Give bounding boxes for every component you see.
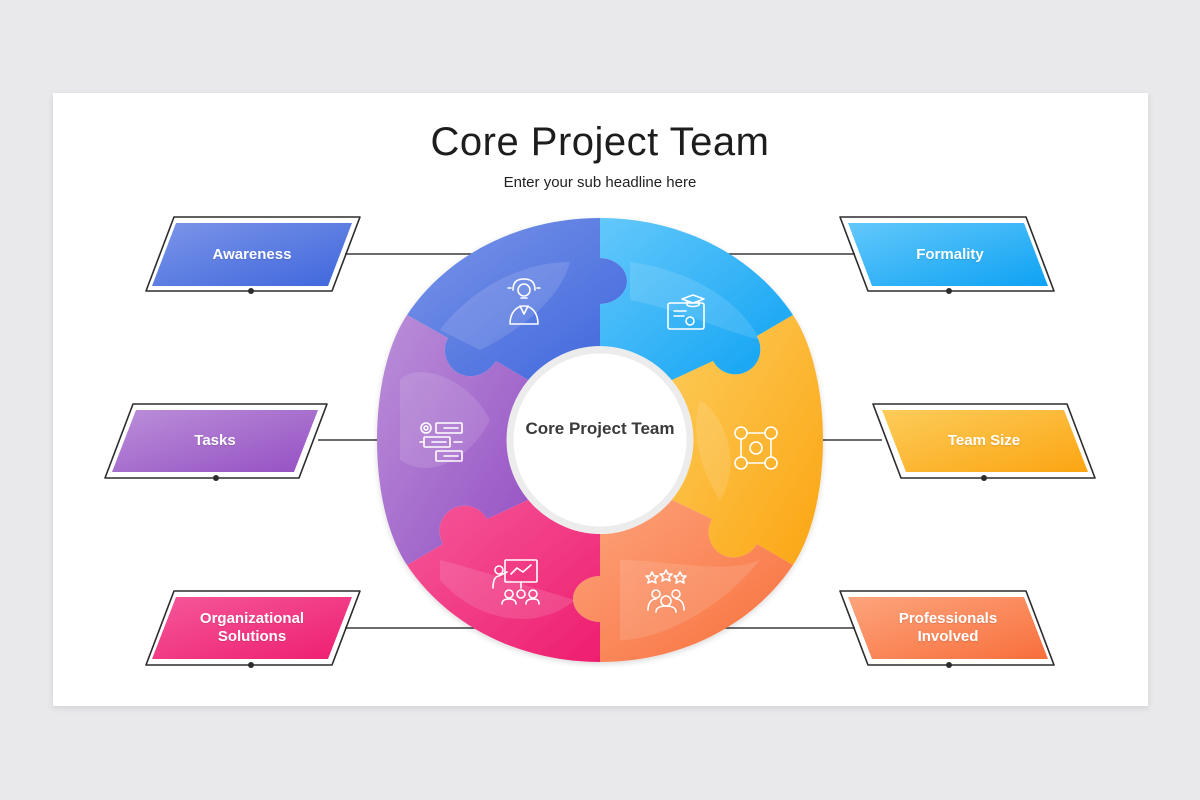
segment-formality	[600, 218, 793, 381]
label-box-professionals	[839, 590, 1055, 668]
label-tasks: Tasks	[194, 432, 236, 449]
label-professionals: Professionals Involved	[898, 610, 998, 645]
segment-organizational	[407, 499, 600, 662]
label-formality: Formality	[916, 245, 984, 263]
network-people-icon	[734, 426, 778, 470]
center-label: Core Project Team	[525, 419, 675, 438]
page-title: Core Project Team	[430, 120, 770, 164]
label-box-formality	[839, 216, 1055, 294]
label-box-tasks	[104, 403, 328, 481]
certificate-graduation-icon	[667, 294, 705, 330]
label-team-size: Team Size	[947, 432, 1021, 449]
connector-lines	[318, 253, 882, 629]
gear-list-icon	[419, 422, 463, 462]
segment-tasks	[377, 315, 530, 565]
segment-team-size	[670, 315, 823, 565]
lightbulb-person-icon	[507, 278, 541, 325]
team-gear-icon	[645, 569, 687, 613]
page-subtitle: Enter your sub headline here	[503, 174, 697, 191]
presentation-board-icon	[492, 559, 540, 605]
label-box-team-size	[872, 403, 1096, 481]
label-box-organizational	[145, 590, 361, 668]
segment-awareness	[407, 218, 627, 381]
center-circle	[506, 346, 694, 534]
label-organizational: Organizational Solutions	[199, 610, 305, 645]
label-awareness: Awareness	[212, 245, 292, 263]
label-box-awareness	[145, 216, 361, 294]
